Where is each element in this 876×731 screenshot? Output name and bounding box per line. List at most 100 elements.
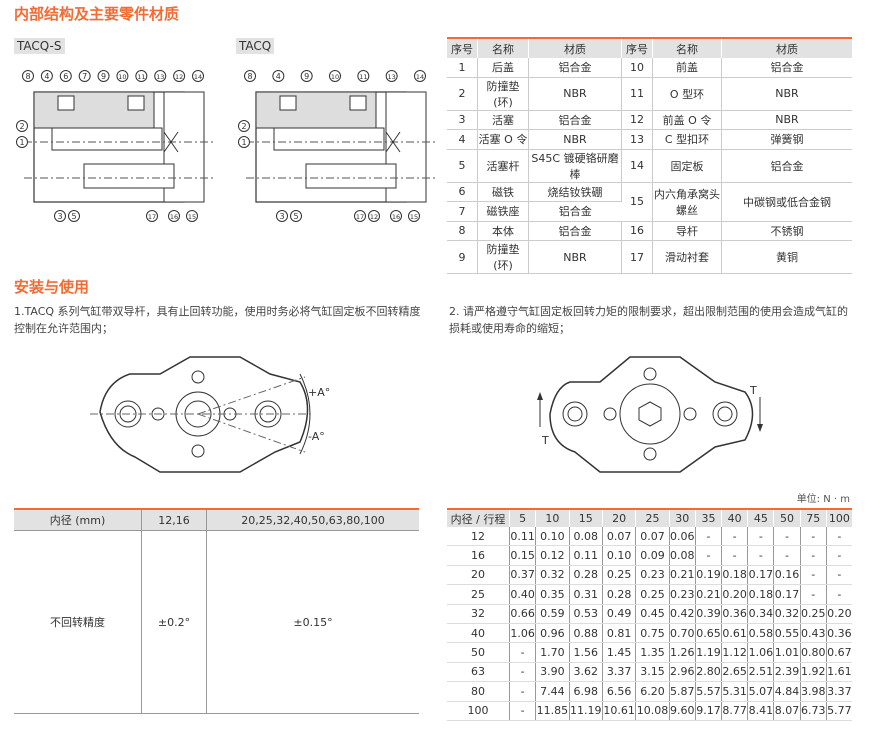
- torque-cell: -: [773, 545, 801, 566]
- torque-cell: -: [826, 527, 852, 547]
- parts-cell: 铝合金: [721, 58, 852, 78]
- torque-cell: 0.66: [509, 604, 537, 624]
- torque-cell: 10.08: [635, 701, 670, 721]
- parts-cell: C 型扣环: [652, 129, 722, 150]
- parts-cell: 7: [447, 201, 478, 222]
- torque-cell: 0.19: [695, 565, 723, 586]
- torque-cell: -: [721, 545, 749, 566]
- torque-cell: 0.07: [602, 527, 637, 547]
- torque-cell: 0.10: [602, 545, 637, 566]
- parts-cell: 防撞垫(环): [477, 240, 529, 274]
- torque-label-right: T: [749, 384, 757, 397]
- part-callout: 1: [241, 138, 246, 147]
- parts-cell: 铝合金: [528, 110, 622, 130]
- parts-cell: O 型环: [652, 77, 722, 111]
- torque-cell: 100: [447, 701, 510, 721]
- parts-cell: 16: [621, 221, 653, 241]
- parts-cell: 磁铁座: [477, 201, 529, 222]
- torque-cell: -: [800, 584, 827, 605]
- parts-header: 名称: [477, 38, 529, 58]
- torque-cell: 0.25: [602, 565, 637, 586]
- torque-cell: 0.36: [826, 623, 852, 644]
- parts-cell: 14: [621, 149, 653, 183]
- parts-cell: NBR: [721, 110, 852, 130]
- torque-cell: 5.57: [695, 681, 723, 702]
- torque-cell: -: [509, 681, 537, 702]
- part-callout: 2: [241, 122, 246, 131]
- torque-cell: 0.75: [635, 623, 670, 644]
- torque-header: 45: [747, 509, 775, 527]
- parts-cell: 铝合金: [528, 221, 622, 241]
- torque-cell: 1.12: [721, 642, 749, 663]
- torque-cell: 0.20: [721, 584, 749, 605]
- torque-cell: 0.10: [535, 527, 570, 547]
- torque-cell: 0.43: [800, 623, 827, 644]
- torque-cell: 0.80: [800, 642, 827, 663]
- acc-row-label: 不回转精度: [14, 530, 142, 714]
- torque-cell: 1.56: [569, 642, 603, 663]
- torque-cell: 0.17: [773, 584, 801, 605]
- torque-header: 35: [695, 509, 723, 527]
- parts-cell: 烧结钕铁硼: [528, 182, 622, 202]
- parts-cell: 4: [447, 129, 478, 150]
- part-callout: 2: [19, 122, 24, 131]
- part-callout: 11: [137, 73, 145, 81]
- torque-cell: 2.80: [695, 662, 723, 683]
- torque-cell: 2.96: [669, 662, 696, 683]
- torque-cell: -: [747, 545, 775, 566]
- torque-cell: -: [826, 565, 852, 586]
- part-callout: 15: [188, 213, 196, 221]
- torque-cell: 4.84: [773, 681, 801, 702]
- parts-cell: 1: [447, 58, 478, 78]
- torque-header: 30: [669, 509, 696, 527]
- torque-cell: 1.45: [602, 642, 637, 663]
- model-label-tacq: TACQ: [236, 38, 275, 54]
- torque-cell: -: [695, 527, 723, 547]
- acc-header-large: 20,25,32,40,50,63,80,100: [206, 509, 419, 531]
- torque-cell: 0.25: [800, 604, 827, 624]
- torque-cell: 0.49: [602, 604, 637, 624]
- parts-cell: 3: [447, 110, 478, 130]
- torque-cell: 1.01: [773, 642, 801, 663]
- parts-cell: 铝合金: [721, 149, 852, 183]
- torque-cell: 1.26: [669, 642, 696, 663]
- parts-cell: 活塞 O 令: [477, 129, 529, 150]
- torque-cell: 0.59: [535, 604, 570, 624]
- parts-cell: S45C 镀硬铬研磨棒: [528, 149, 622, 183]
- torque-cell: 6.20: [635, 681, 670, 702]
- acc-value-large: ±0.15°: [293, 615, 333, 629]
- torque-cell: 0.39: [695, 604, 723, 624]
- parts-cell: 黄铜: [721, 240, 852, 274]
- torque-cell: 0.96: [535, 623, 570, 644]
- torque-header: 50: [773, 509, 801, 527]
- part-callout: 13: [388, 73, 396, 81]
- torque-cell: 9.17: [695, 701, 723, 721]
- torque-cell: 0.45: [635, 604, 670, 624]
- torque-cell: 25: [447, 584, 510, 605]
- section-title-structure: 内部结构及主要零件材质: [14, 5, 180, 23]
- torque-cell: 1.35: [635, 642, 670, 663]
- part-callout: 14: [416, 73, 424, 81]
- torque-cell: 5.31: [721, 681, 749, 702]
- parts-cell: 不锈钢: [721, 221, 852, 241]
- part-callout: 4: [44, 72, 49, 81]
- minus-angle-label: -A°: [308, 430, 325, 443]
- parts-header: 名称: [652, 38, 722, 58]
- torque-header: 100: [826, 509, 852, 527]
- torque-cell: 5.87: [669, 681, 696, 702]
- torque-cell: 1.06: [747, 642, 775, 663]
- torque-cell: 0.16: [773, 565, 801, 586]
- torque-cell: 0.32: [535, 565, 570, 586]
- parts-cell: 铝合金: [528, 58, 622, 78]
- torque-cell: 0.18: [721, 565, 749, 586]
- usage-note-1: 1.TACQ 系列气缸带双导杆，具有止回转功能，使用时务必将气缸固定板不回转精度…: [14, 305, 421, 335]
- parts-cell: 前盖: [652, 58, 722, 78]
- torque-header: 15: [569, 509, 603, 527]
